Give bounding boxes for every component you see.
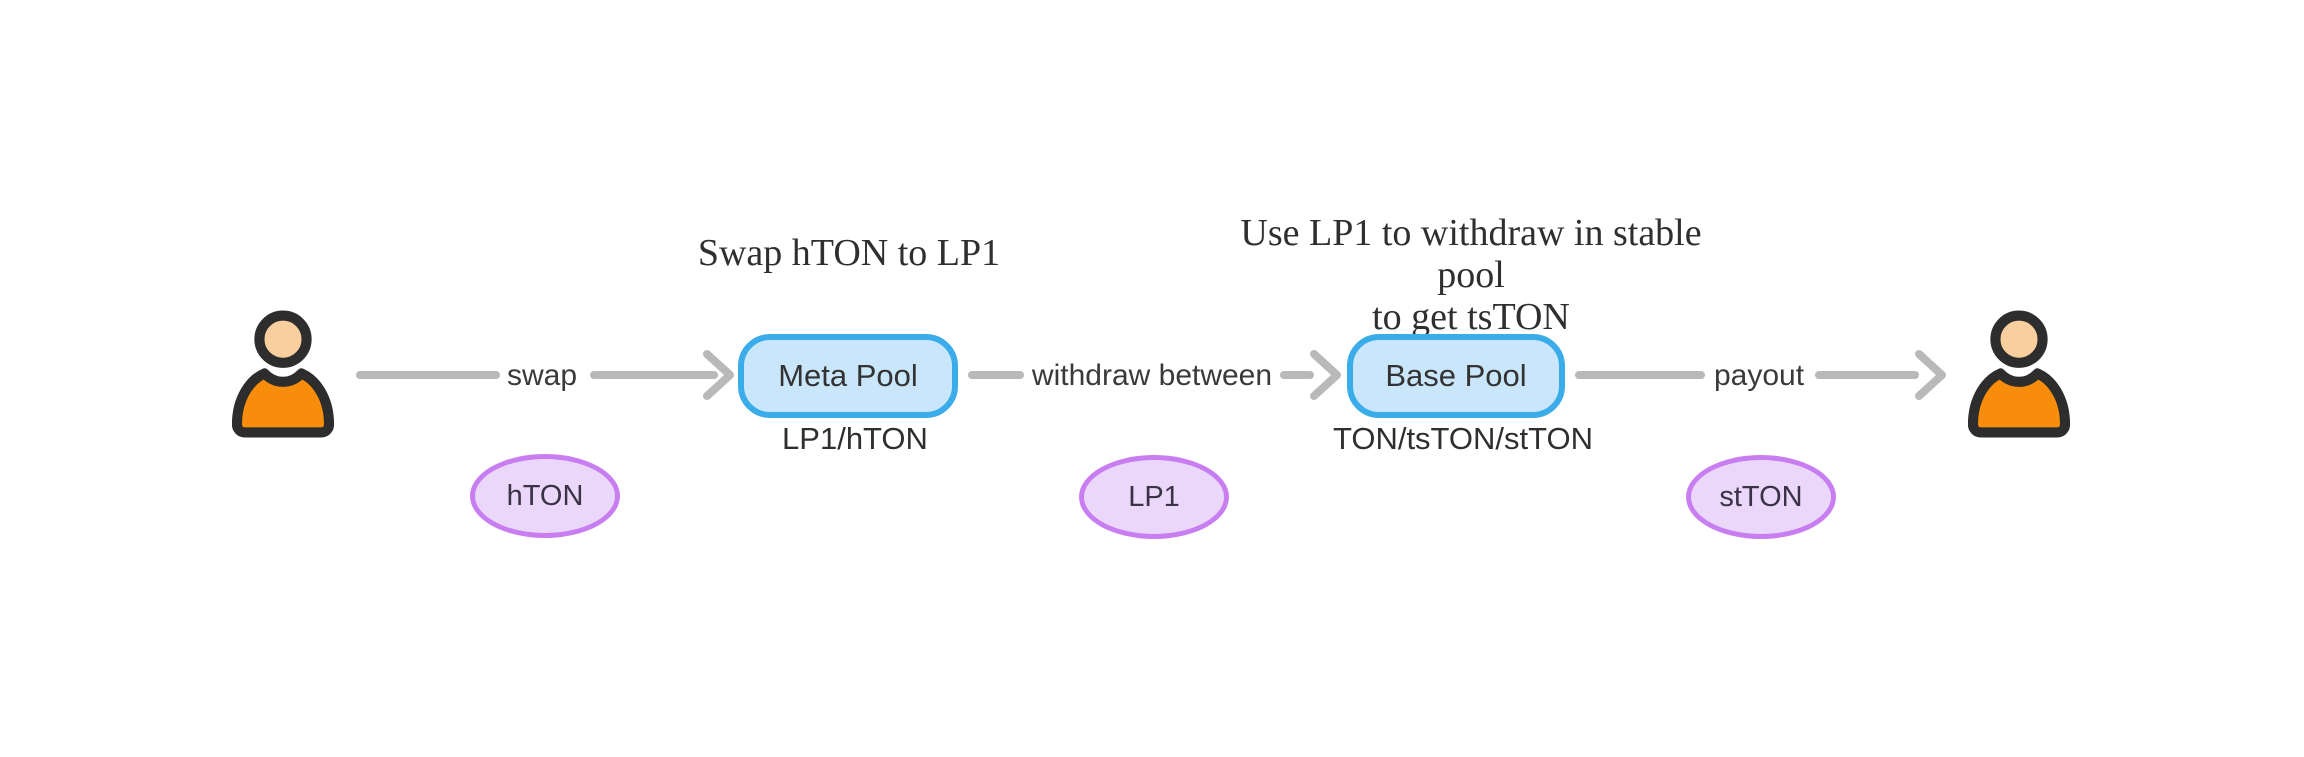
edge-withdraw-label: withdraw between bbox=[1031, 359, 1273, 392]
meta-pool-caption: Swap hTON to LP1 bbox=[697, 232, 1001, 274]
base-pool-node: Base Pool bbox=[1347, 334, 1565, 418]
edge-payout-label: payout bbox=[1713, 359, 1805, 392]
edge-withdraw-line-left bbox=[968, 371, 1024, 379]
token-lp1-label: LP1 bbox=[1128, 480, 1180, 513]
arrowhead-icon bbox=[703, 350, 734, 400]
base-pool-caption-line1: Use LP1 to withdraw in stable pool bbox=[1240, 212, 1702, 296]
edge-withdraw-line-right bbox=[1280, 371, 1314, 379]
base-pool-sublabel: TON/tsTON/stTON bbox=[1332, 421, 1594, 456]
base-pool-caption: Use LP1 to withdraw in stable pool to ge… bbox=[1221, 212, 1721, 338]
arrowhead-icon bbox=[1310, 350, 1341, 400]
token-stton: stTON bbox=[1686, 455, 1836, 539]
person-icon-left bbox=[231, 310, 335, 438]
base-pool-label: Base Pool bbox=[1385, 358, 1527, 393]
arrowhead-icon bbox=[1915, 350, 1946, 400]
meta-pool-node: Meta Pool bbox=[738, 334, 958, 418]
edge-swap-line-right bbox=[590, 371, 718, 379]
edge-payout-line-right bbox=[1815, 371, 1919, 379]
edge-swap-label: swap bbox=[506, 359, 578, 392]
token-stton-label: stTON bbox=[1719, 480, 1803, 513]
edge-swap-line-left bbox=[356, 371, 500, 379]
person-icon-right bbox=[1967, 310, 2071, 438]
token-lp1: LP1 bbox=[1079, 455, 1229, 539]
edge-payout-line-left bbox=[1575, 371, 1705, 379]
token-hton: hTON bbox=[470, 454, 620, 538]
meta-pool-label: Meta Pool bbox=[778, 358, 918, 393]
meta-pool-sublabel: LP1/hTON bbox=[782, 421, 928, 456]
base-pool-caption-line2: to get tsTON bbox=[1372, 296, 1570, 338]
token-hton-label: hTON bbox=[506, 479, 584, 512]
